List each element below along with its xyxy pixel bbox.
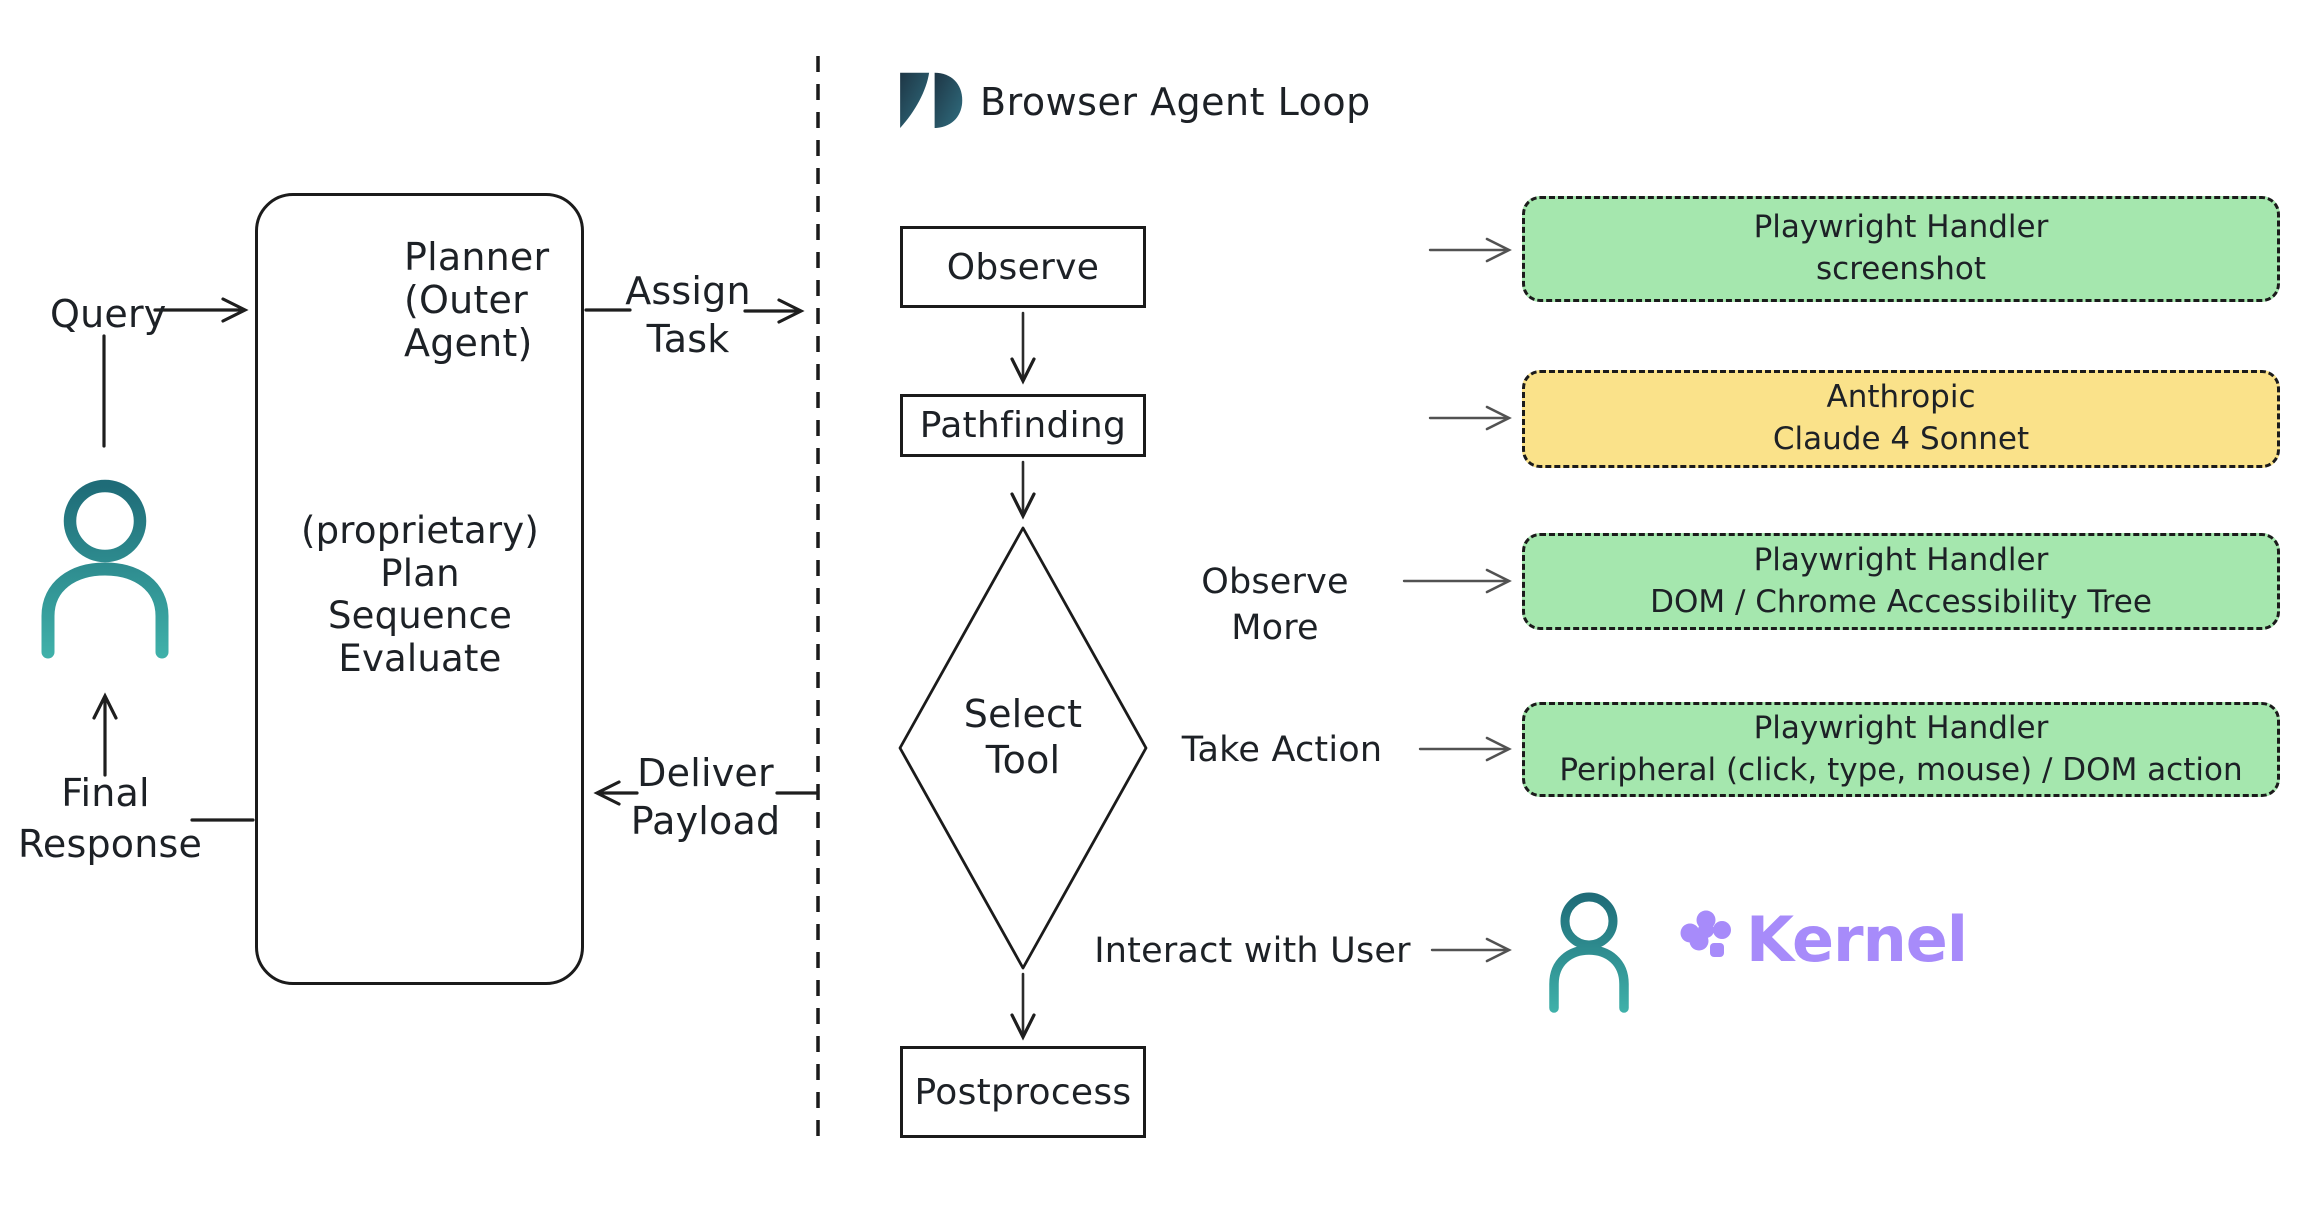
planner-body-line1: (proprietary) <box>300 509 540 552</box>
assign-task-line2: Task <box>646 316 730 361</box>
planner-title-line3: Agent) <box>404 320 533 365</box>
user-small-icon <box>1549 892 1629 1013</box>
playwright-screenshot-handler-box: Playwright Handler screenshot <box>1522 196 2280 302</box>
deliver-payload-label: Deliver Payload <box>628 750 783 845</box>
planner-body-line2: Plan <box>380 551 460 595</box>
header-brand-logo-icon <box>900 72 963 128</box>
planner-body-line4: Evaluate <box>338 636 502 680</box>
postprocess-label: Postprocess <box>914 1071 1132 1113</box>
deliver-payload-line1: Deliver <box>637 751 774 795</box>
assign-task-label: Assign Task <box>613 268 763 363</box>
interact-with-user-label: Interact with User <box>1094 931 1411 971</box>
planner-body-line3: Sequence <box>327 594 513 638</box>
handler-line2: Peripheral (click, type, mouse) / DOM ac… <box>1559 751 2243 788</box>
planner-title: Planner (Outer Agent) <box>404 236 614 365</box>
final-response-label: Final Response <box>18 768 203 871</box>
final-response-line2: Response <box>18 822 203 867</box>
planner-title-line1: Planner <box>404 235 550 279</box>
select-tool-label: Select Tool <box>943 692 1103 783</box>
user-icon <box>41 479 169 659</box>
handler-line2: screenshot <box>1816 251 1986 287</box>
pathfinding-box: Pathfinding <box>900 394 1146 457</box>
planner-title-line2: (Outer <box>404 277 528 322</box>
handler-line2: DOM / Chrome Accessibility Tree <box>1650 583 2152 620</box>
handler-line1: Playwright Handler <box>1753 541 2049 578</box>
pathfinding-label: Pathfinding <box>919 405 1127 446</box>
handler-line1: Anthropic <box>1826 379 1976 416</box>
kernel-flower-icon <box>1680 910 1731 957</box>
select-tool-diamond <box>898 526 1148 970</box>
assign-task-line1: Assign <box>625 269 751 313</box>
playwright-peripheral-handler-box: Playwright Handler Peripheral (click, ty… <box>1522 702 2280 797</box>
final-response-line1: Final <box>61 771 150 815</box>
browser-agent-loop-title: Browser Agent Loop <box>980 80 1371 124</box>
select-tool-line2: Tool <box>985 737 1061 782</box>
handler-line1: Playwright Handler <box>1753 709 2049 746</box>
select-tool-line1: Select <box>963 692 1083 736</box>
planner-outer-agent-box <box>255 193 584 985</box>
planner-body-text: (proprietary) Plan Sequence Evaluate <box>262 509 578 680</box>
observe-box: Observe <box>900 226 1146 308</box>
observe-more-label: Observe More <box>1201 562 1349 648</box>
postprocess-box: Postprocess <box>900 1046 1146 1138</box>
take-action-label: Take Action <box>1181 730 1383 770</box>
kernel-wordmark: Kernel <box>1746 903 1968 976</box>
query-label: Query <box>50 292 167 336</box>
playwright-dom-handler-box: Playwright Handler DOM / Chrome Accessib… <box>1522 533 2280 630</box>
deliver-payload-line2: Payload <box>630 798 781 843</box>
observe-label: Observe <box>946 246 1100 288</box>
handler-line2: Claude 4 Sonnet <box>1772 421 2030 457</box>
handler-line1: Playwright Handler <box>1753 209 2049 246</box>
anthropic-claude-box: Anthropic Claude 4 Sonnet <box>1522 370 2280 468</box>
